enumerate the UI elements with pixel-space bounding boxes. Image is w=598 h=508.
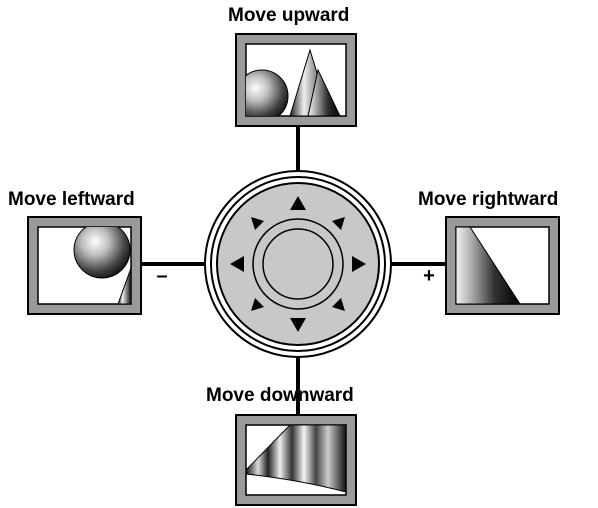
move-leftward-image [27, 216, 142, 315]
arrow-down-right-icon[interactable] [332, 298, 345, 311]
arrow-up-right-icon[interactable] [332, 217, 345, 230]
move-rightward-image [445, 216, 560, 315]
arrow-right-icon[interactable] [352, 256, 366, 272]
pad-inner-ring [252, 218, 344, 310]
pad-center-button[interactable] [262, 228, 334, 300]
move-upward-label: Move upward [228, 5, 350, 26]
move-upward-image [235, 33, 357, 127]
move-leftward-label: Move leftward [8, 189, 135, 210]
arrow-up-icon[interactable] [290, 196, 306, 210]
minus-sign: – [156, 265, 167, 287]
plus-sign: + [423, 265, 435, 287]
arrow-up-left-icon[interactable] [251, 217, 264, 230]
arrow-down-icon[interactable] [290, 318, 306, 332]
move-downward-image [235, 414, 357, 506]
move-downward-label: Move downward [206, 385, 354, 406]
move-rightward-label: Move rightward [418, 189, 559, 210]
arrow-down-left-icon[interactable] [251, 298, 264, 311]
arrow-left-icon[interactable] [230, 256, 244, 272]
